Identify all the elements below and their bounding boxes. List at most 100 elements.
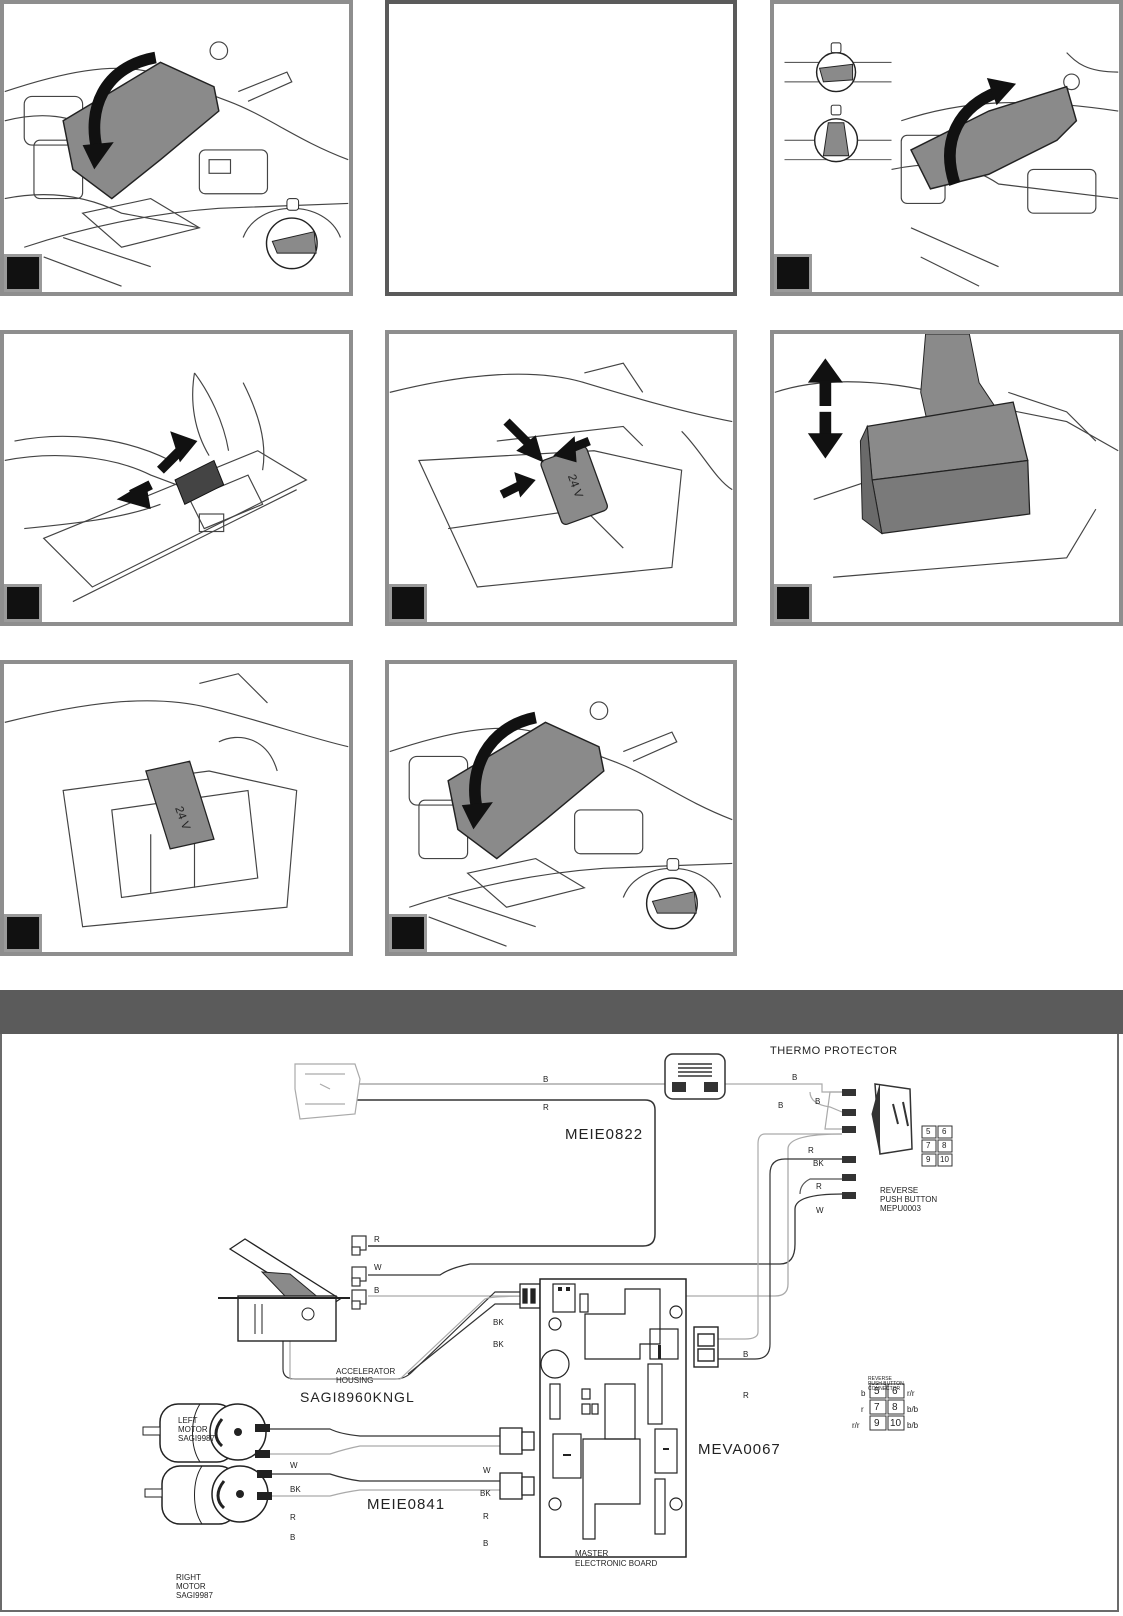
step-panel-1 <box>0 0 353 296</box>
wire-code-b: B <box>483 1539 489 1548</box>
wire-code-b: B <box>290 1533 296 1542</box>
wire-code-r: R <box>808 1146 814 1155</box>
pin-10: 10 <box>890 1418 902 1429</box>
right-motor-part <box>144 1465 272 1525</box>
step-panel-7: 24 V <box>0 660 353 956</box>
wire-code-r: R <box>816 1182 822 1191</box>
section-header-band <box>0 990 1123 1034</box>
battery-lift-illustration <box>774 334 1119 578</box>
pin-10-small: 10 <box>940 1155 949 1164</box>
wire-code-b: B <box>815 1097 821 1106</box>
wire-code-w: W <box>374 1263 382 1272</box>
reverse-button-label-1: REVERSE <box>880 1186 919 1195</box>
connector-unplug-illustration <box>4 372 308 603</box>
board-label-line-1: MASTER <box>575 1549 609 1558</box>
battery-installed-illustration: 24 V <box>4 673 349 928</box>
step-panel-5: 24 V <box>385 330 737 626</box>
wiring-diagram <box>142 1053 953 1558</box>
lock-knob-locked-icon <box>784 42 892 93</box>
left-motor-label-1: LEFT <box>178 1416 198 1425</box>
pin-9: 9 <box>874 1418 880 1429</box>
wire-code-r: R <box>483 1512 489 1521</box>
step-number-badge <box>4 914 42 952</box>
wire-code-bk: BK <box>493 1340 504 1349</box>
right-motor-label-2: MOTOR <box>176 1582 206 1591</box>
accelerator-code: SAGI8960KNGL <box>300 1389 415 1405</box>
wire-w <box>368 1193 843 1276</box>
wire-code-w: W <box>816 1206 824 1215</box>
board-side-connector <box>693 1326 719 1368</box>
board-label-line-2: ELECTRONIC BOARD <box>575 1559 658 1568</box>
wire-code-bk: BK <box>480 1489 491 1498</box>
pin-8-small: 8 <box>942 1141 947 1150</box>
lock-knob-icon <box>242 198 341 270</box>
reverse-button-label-2: PUSH BUTTON <box>880 1195 938 1204</box>
accelerator-housing-part <box>218 1238 350 1342</box>
seat-open-illustration <box>784 42 1119 287</box>
connector-title-1: REVERSE <box>868 1376 892 1382</box>
wire-code-r: R <box>374 1235 380 1244</box>
terminal-group <box>351 1235 367 1310</box>
step-panel-4 <box>0 330 353 626</box>
pin-8: 8 <box>892 1402 898 1413</box>
wire-code-w: W <box>290 1461 298 1470</box>
left-motor-label-2: MOTOR <box>178 1425 208 1434</box>
main-harness-connector <box>294 1063 361 1120</box>
board-code: MEVA0067 <box>698 1441 781 1458</box>
pin-grid-small <box>921 1125 953 1167</box>
step-number-badge <box>4 584 42 622</box>
thermo-protector-part <box>664 1053 726 1100</box>
connector-title-3: CONNECTOR <box>868 1386 901 1392</box>
wire-code-b: B <box>374 1286 380 1295</box>
wire-code-b: B <box>743 1350 749 1359</box>
wire-code-bk: BK <box>813 1159 824 1168</box>
harness-main-code: MEIE0822 <box>565 1126 644 1143</box>
step-number-badge <box>389 584 427 622</box>
step-panel-8 <box>385 660 737 956</box>
thermo-protector-label: THERMO PROTECTOR <box>770 1045 898 1057</box>
wire-r-main <box>355 1099 656 1247</box>
seat-close-illustration <box>4 41 349 287</box>
pin-code-10: b/b <box>907 1421 919 1430</box>
wire-code-r: R <box>290 1513 296 1522</box>
pin-code-5: b <box>861 1389 866 1398</box>
lock-knob-unlocked-icon <box>784 104 892 163</box>
wire-code-bk: BK <box>493 1318 504 1327</box>
harness-motor-code: MEIE0841 <box>367 1496 446 1513</box>
left-motor-label-3: SAGI9987 <box>178 1434 215 1443</box>
pin-6-small: 6 <box>942 1127 947 1136</box>
pin-code-7: r <box>861 1405 864 1414</box>
step-panel-6 <box>770 330 1123 626</box>
motor-connectors <box>499 1427 535 1500</box>
pin-6: 6 <box>892 1386 898 1397</box>
left-motor-part <box>142 1403 270 1463</box>
battery-clip-illustration: 24 V <box>389 362 733 588</box>
accelerator-label-line-2: HOUSING <box>336 1376 374 1385</box>
pin-7-small: 7 <box>926 1141 931 1150</box>
board-bk-connector <box>519 1283 541 1309</box>
step-number-badge <box>774 254 812 292</box>
wire-code-r: R <box>743 1391 749 1400</box>
step-panel-3 <box>770 0 1123 296</box>
right-motor-label-1: RIGHT <box>176 1573 201 1582</box>
pin-5: 5 <box>874 1386 880 1397</box>
wire-code-b: B <box>543 1075 549 1084</box>
step-number-badge <box>774 584 812 622</box>
right-motor-label-3: SAGI9987 <box>176 1591 213 1600</box>
accelerator-label-line-1: ACCELERATOR <box>336 1367 396 1376</box>
wire-code-bk: BK <box>290 1485 301 1494</box>
reverse-button-connector-grid <box>869 1383 905 1431</box>
step-number-badge <box>4 254 42 292</box>
pin-code-8: b/b <box>907 1405 919 1414</box>
lock-knob-icon <box>622 858 722 930</box>
wire-code-b: B <box>778 1101 784 1110</box>
master-electronic-board-part <box>539 1278 687 1558</box>
step-number-badge <box>389 914 427 952</box>
reverse-push-button-switch <box>842 1083 913 1199</box>
wire-code-b: B <box>792 1073 798 1082</box>
reverse-button-label-3: MEPU0003 <box>880 1204 921 1213</box>
pin-code-6: r/r <box>907 1389 915 1398</box>
connector-title-2: PUSH BUTTON <box>868 1381 904 1387</box>
wire-code-w: W <box>483 1466 491 1475</box>
seat-close-illustration <box>389 701 733 947</box>
